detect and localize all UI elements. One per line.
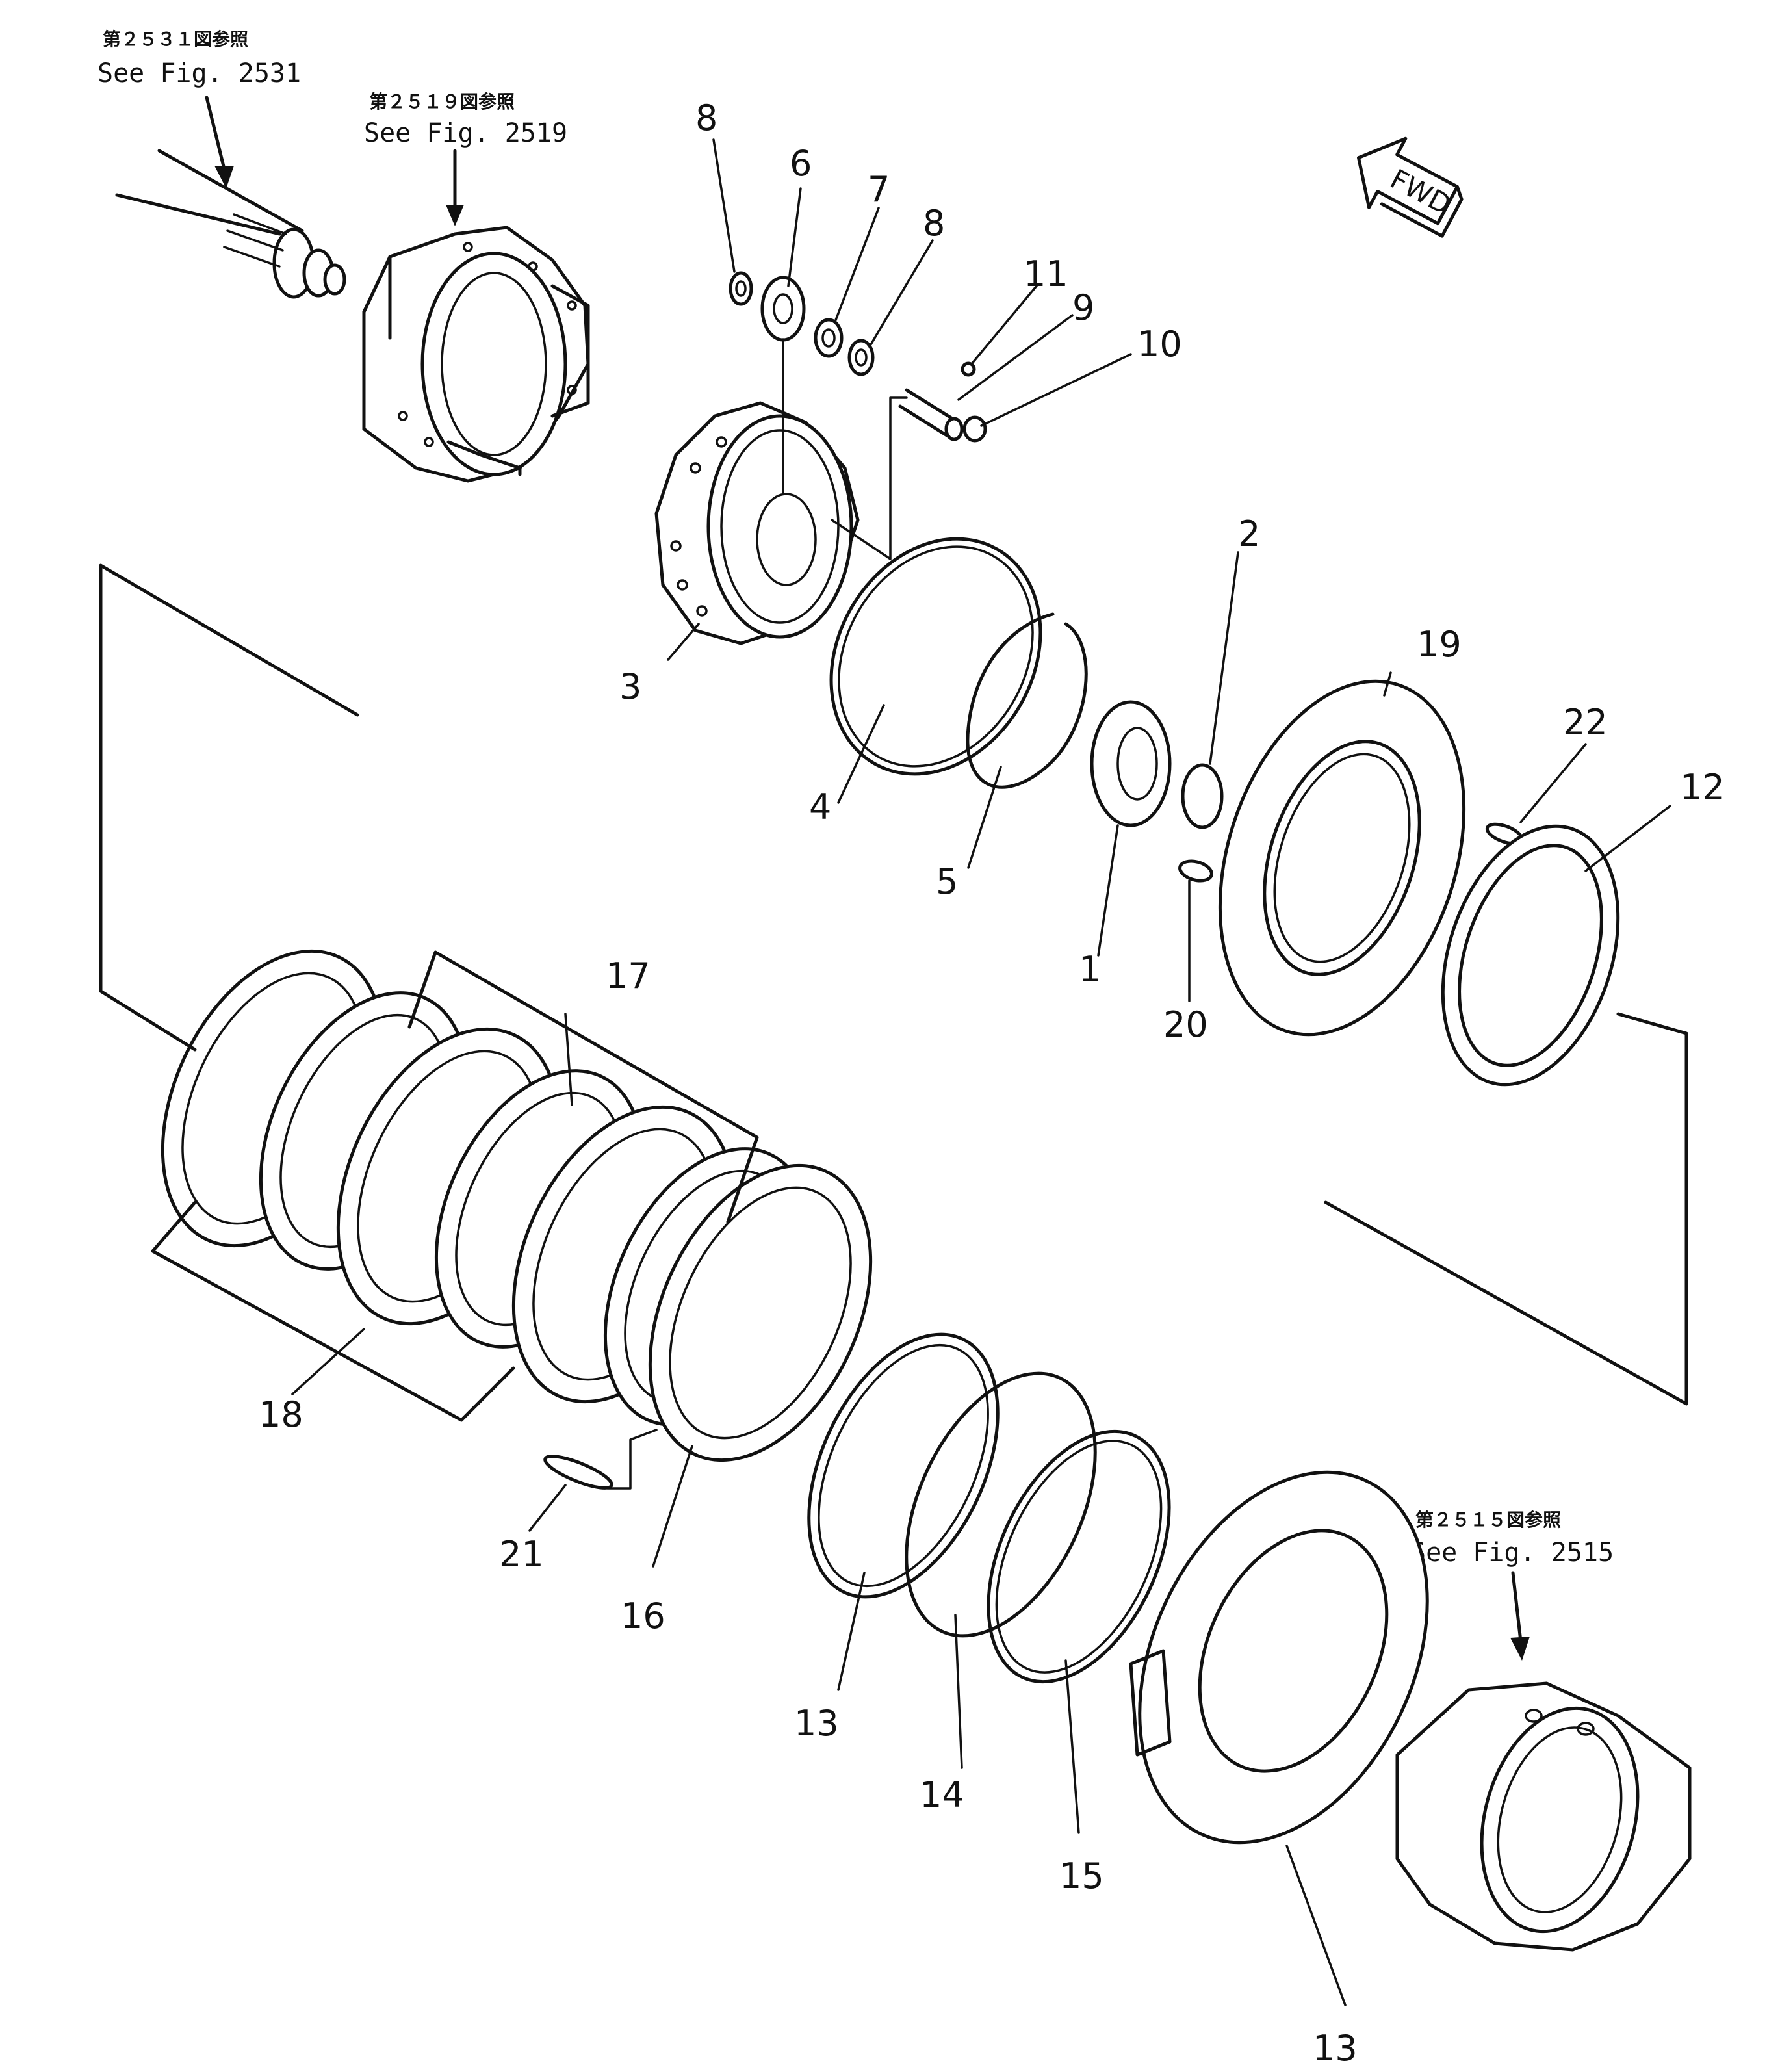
ring-gear-12 bbox=[1441, 824, 1620, 1087]
ref-arrow-2531 bbox=[205, 96, 234, 188]
callout-8a: 8 bbox=[695, 97, 717, 138]
callout-14: 13 bbox=[794, 1703, 839, 1744]
bracket-left-upper bbox=[99, 563, 359, 1052]
callout-10: 10 bbox=[1137, 324, 1182, 365]
callout-4: 4 bbox=[809, 786, 831, 827]
seal-ring-15 bbox=[905, 1371, 1097, 1638]
callout-1: 1 bbox=[1079, 949, 1101, 990]
ref-2531-en: See Fig. 2531 bbox=[97, 58, 301, 88]
callout-21: 20 bbox=[1163, 1004, 1208, 1045]
pinion-gear-6 bbox=[760, 276, 806, 342]
seal-ring-16 bbox=[987, 1429, 1171, 1684]
leader-9-to-carrier bbox=[831, 396, 908, 560]
callout-22: 21 bbox=[499, 1534, 544, 1575]
end-plate-17 bbox=[648, 1163, 873, 1462]
bracket-18-group bbox=[407, 950, 759, 1224]
washer-8a bbox=[729, 271, 753, 306]
callout-9: 9 bbox=[1072, 287, 1094, 328]
sun-gear-1 bbox=[1090, 700, 1172, 827]
piston-14 bbox=[807, 1332, 1000, 1599]
ref-2531-jp: 第２５３１図参照 bbox=[103, 29, 248, 50]
ring-gear-carrier-20 bbox=[1218, 679, 1466, 1037]
callout-15: 14 bbox=[920, 1774, 964, 1815]
callout-20: 19 bbox=[1417, 624, 1462, 665]
output-hub bbox=[1395, 1681, 1692, 1952]
callout-6: 6 bbox=[790, 143, 812, 184]
clutch-hub bbox=[362, 226, 590, 483]
snap-ring-2 bbox=[1181, 763, 1224, 829]
callout-12: 12 bbox=[1680, 767, 1725, 808]
shaft-9 bbox=[898, 388, 964, 441]
washer-8b bbox=[847, 339, 875, 376]
callout-11: 11 bbox=[1024, 253, 1068, 294]
callout-16: 15 bbox=[1059, 1856, 1104, 1897]
leader-22-17 bbox=[606, 1429, 658, 1490]
ball-11 bbox=[961, 361, 976, 377]
callout-18: 17 bbox=[606, 955, 651, 996]
spring-22 bbox=[543, 1455, 613, 1490]
leader-lines bbox=[291, 138, 1671, 2006]
callout-17: 16 bbox=[621, 1596, 665, 1637]
callout-8b: 8 bbox=[923, 203, 945, 244]
spring-21 bbox=[1178, 859, 1213, 883]
bracket-19-group bbox=[151, 1200, 515, 1422]
bracket-right bbox=[1324, 1012, 1688, 1406]
snap-ring-5 bbox=[966, 612, 1088, 789]
callout-13: 13 bbox=[1313, 2028, 1358, 2069]
callout-3: 3 bbox=[619, 666, 641, 707]
callout-19: 18 bbox=[259, 1394, 303, 1435]
clutch-housing-13 bbox=[1129, 1470, 1429, 1845]
ref-arrow-2519 bbox=[446, 149, 464, 226]
input-shaft bbox=[115, 149, 346, 299]
ref-2519-en: See Fig. 2519 bbox=[364, 118, 567, 148]
bearing-7 bbox=[814, 318, 844, 358]
planet-carrier bbox=[654, 401, 860, 645]
ref-2515-en: See Fig. 2515 bbox=[1410, 1538, 1614, 1568]
callout-7: 7 bbox=[868, 169, 890, 210]
ref-2519-jp: 第２５１９図参照 bbox=[369, 91, 515, 112]
callout-2: 2 bbox=[1238, 513, 1260, 554]
ref-2515-jp: 第２５１５図参照 bbox=[1415, 1509, 1561, 1531]
fwd-arrow-icon: FWD bbox=[1357, 136, 1464, 238]
callout-5: 5 bbox=[936, 861, 958, 902]
ref-arrow-2515 bbox=[1510, 1571, 1530, 1661]
snap-ring-4 bbox=[829, 537, 1042, 776]
plug-10 bbox=[962, 415, 987, 443]
callout-23: 22 bbox=[1563, 702, 1608, 743]
